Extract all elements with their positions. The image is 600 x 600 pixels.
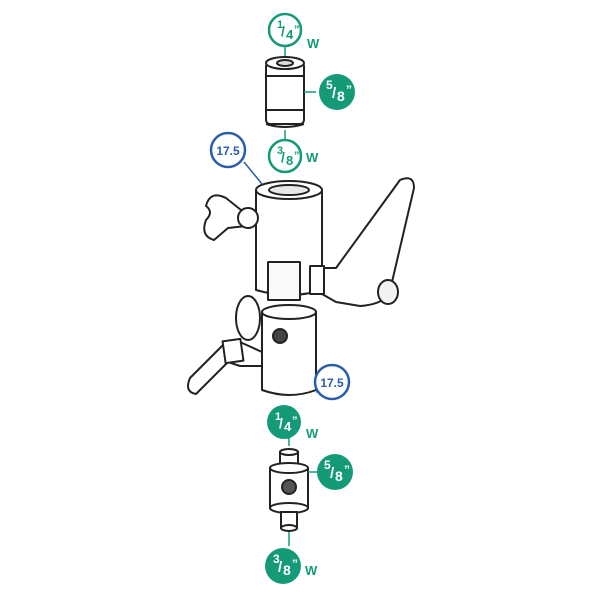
fraction-denominator: 8 (286, 153, 293, 168)
fraction-slash: / (281, 23, 285, 39)
fraction-denominator: 8 (337, 88, 345, 104)
callout-top-spigot-diameter: 5 / 8 ” (319, 74, 355, 110)
inch-mark: ” (294, 150, 300, 162)
fraction-denominator: 4 (284, 419, 292, 434)
bottom-stud-adapter (269, 448, 309, 532)
main-receiver-body (187, 177, 415, 396)
callout-top-spigot-bottom-thread: 3 / 8 ” W (267, 138, 319, 174)
inch-mark: ” (346, 83, 352, 97)
callout-stud-top-thread: 1 / 4 ” W (267, 405, 319, 441)
fraction-numerator: 3 (277, 145, 283, 157)
fraction-slash: / (279, 415, 283, 431)
whitworth-suffix: W (306, 426, 319, 441)
whitworth-suffix: W (306, 150, 319, 165)
fraction-numerator: 5 (326, 78, 333, 92)
callout-stud-diameter: 5 / 8 ” (317, 454, 353, 490)
receiver-bottom-size: 17.5 (320, 376, 344, 390)
inch-mark: ” (292, 415, 298, 427)
fraction-denominator: 8 (335, 468, 343, 484)
callout-top-spigot-thread: 1 / 4 ” W (267, 12, 320, 51)
whitworth-suffix: W (307, 36, 320, 51)
fraction-denominator: 4 (286, 27, 294, 42)
fraction-numerator: 1 (275, 411, 281, 423)
fraction-slash: / (330, 465, 335, 482)
inch-mark: ” (294, 24, 300, 36)
callout-stud-bottom-thread: 3 / 8 ” W (265, 548, 318, 584)
fraction-slash: / (278, 559, 283, 576)
fraction-numerator: 1 (277, 19, 283, 31)
receiver-top-size: 17.5 (216, 144, 240, 158)
callout-receiver-top-diameter: 17.5 (209, 131, 247, 169)
top-spigot-adapter (265, 56, 305, 128)
inch-mark: ” (344, 463, 350, 477)
whitworth-suffix: W (305, 563, 318, 578)
callout-receiver-bottom-diameter: 17.5 (313, 363, 351, 401)
fraction-slash: / (332, 85, 337, 102)
fraction-denominator: 8 (283, 562, 291, 578)
inch-mark: ” (292, 557, 298, 571)
fraction-slash: / (281, 149, 285, 165)
fraction-numerator: 5 (324, 458, 331, 472)
fraction-numerator: 3 (273, 552, 280, 566)
